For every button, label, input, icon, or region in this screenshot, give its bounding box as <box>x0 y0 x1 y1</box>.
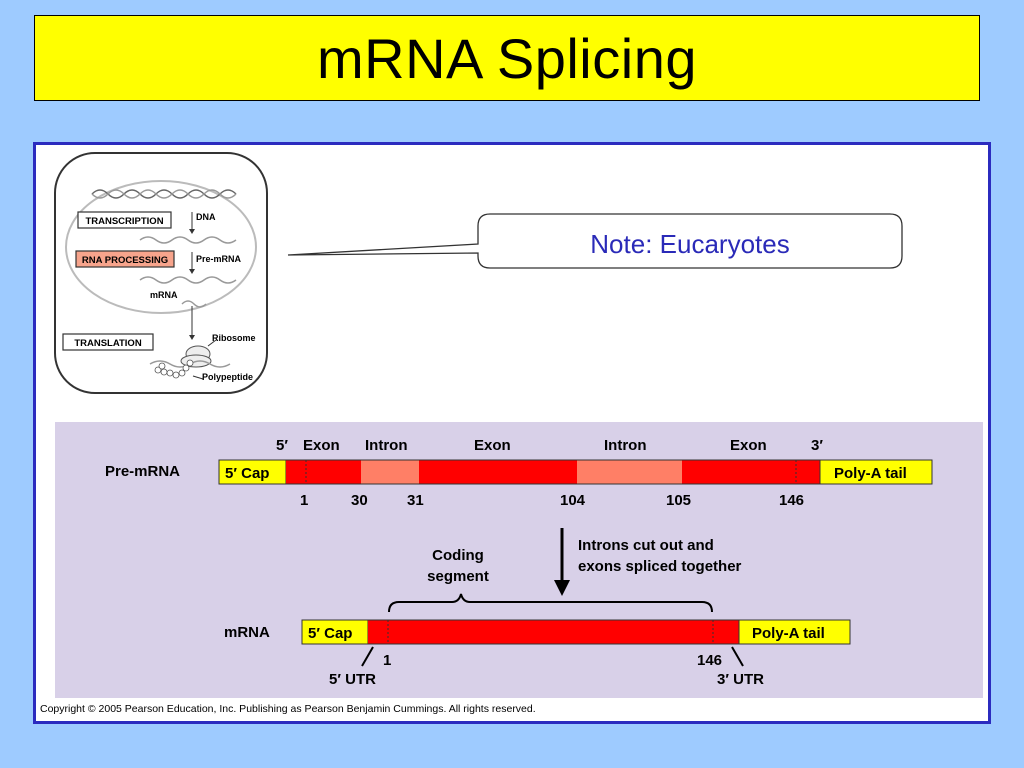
arrowhead-icon <box>189 269 195 274</box>
coding-bracket <box>388 593 713 613</box>
pre-num-30: 30 <box>351 492 368 509</box>
callout-bubble <box>287 213 903 269</box>
exon-header-2: Exon <box>474 437 511 454</box>
exon-header-1: Exon <box>303 437 340 454</box>
translation-label: TRANSLATION <box>74 338 142 349</box>
slide-title: mRNA Splicing <box>317 26 697 90</box>
pre-mrna-bar: 5′ Cap Poly-A tail <box>218 459 933 485</box>
title-box: mRNA Splicing <box>34 15 980 101</box>
down-arrow-icon <box>554 580 570 596</box>
nucleus-outline <box>65 180 257 314</box>
rna-processing-label: RNA PROCESSING <box>82 255 168 266</box>
intron-header-2: Intron <box>604 437 647 454</box>
pre-num-105: 105 <box>666 492 691 509</box>
ribosome-label: Ribosome <box>212 333 256 343</box>
pre-mrna-row-label: Pre-mRNA <box>105 463 180 480</box>
segment-headers: 5′ Exon Intron Exon Intron Exon 3′ <box>276 437 823 454</box>
pre-numbers: 1 30 31 104 105 146 <box>300 492 804 509</box>
copyright-notice: Copyright © 2005 Pearson Education, Inc.… <box>40 703 536 715</box>
five-prime-label: 5′ <box>276 437 288 454</box>
pre-bar-outline <box>218 459 933 485</box>
rna-processing-box <box>75 250 175 268</box>
arrow-caption-line-1: Introns cut out and <box>578 537 714 554</box>
exon-header-3: Exon <box>730 437 767 454</box>
transcription-label: TRANSCRIPTION <box>85 216 163 227</box>
coding-label-line-1: Coding <box>432 547 484 564</box>
arrow-caption-line-2: exons spliced together <box>578 558 742 575</box>
mrna-overview-label: mRNA <box>150 290 178 300</box>
mrna-bar-outline <box>301 619 851 645</box>
polypeptide-pointer <box>192 375 204 380</box>
utr5-pointer <box>361 646 374 667</box>
utr5-label: 5′ UTR <box>329 671 376 688</box>
pre-intron-2 <box>577 460 682 484</box>
pre-tail-label: Poly-A tail <box>834 465 907 482</box>
callout: Note: Eucaryotes <box>287 213 903 269</box>
mrna-row-label: mRNA <box>224 624 270 641</box>
pre-mrna-label: Pre-mRNA <box>196 254 242 264</box>
arrowhead-icon <box>189 229 195 234</box>
utr3-label: 3′ UTR <box>717 671 764 688</box>
cell-overview: TRANSCRIPTION DNA RNA PROCESSING Pre-mRN… <box>54 152 268 394</box>
polypeptide-label: Polypeptide <box>202 372 253 382</box>
translation-box <box>62 333 154 351</box>
pre-num-104: 104 <box>560 492 586 509</box>
pre-cap <box>218 459 287 485</box>
mrna-bar: 5′ Cap Poly-A tail <box>301 619 851 645</box>
mrna-num-146: 146 <box>697 652 722 669</box>
coding-label-line-2: segment <box>427 568 489 585</box>
three-prime-label: 3′ <box>811 437 823 454</box>
pre-num-31: 31 <box>407 492 424 509</box>
pre-tail <box>819 459 933 485</box>
arrowhead-icon <box>189 335 195 340</box>
dna-label: DNA <box>196 212 216 222</box>
pre-exon-2 <box>419 460 577 484</box>
callout-text: Note: Eucaryotes <box>590 229 789 259</box>
intron-header-1: Intron <box>365 437 408 454</box>
mrna-tail-label: Poly-A tail <box>752 625 825 642</box>
transcription-box <box>77 211 172 229</box>
dna-strand-b <box>91 189 237 199</box>
polypeptide-chain <box>154 359 194 379</box>
splice-arrow <box>554 528 570 596</box>
utr3-pointer <box>731 646 744 667</box>
dna-strand-a <box>91 189 237 199</box>
pre-exon-1 <box>286 460 361 484</box>
pre-mrna-wave <box>139 236 237 244</box>
pre-cap-label: 5′ Cap <box>225 465 269 482</box>
cell-outline <box>54 152 268 394</box>
pre-num-1: 1 <box>300 492 308 509</box>
pre-exon-3 <box>682 460 820 484</box>
mrna-exons <box>368 620 739 644</box>
pre-intron-1 <box>361 460 419 484</box>
mrna-wave <box>139 276 237 284</box>
mrna-cap-label: 5′ Cap <box>308 625 352 642</box>
mrna-exported-wave <box>181 300 207 308</box>
pre-num-146: 146 <box>779 492 804 509</box>
ribosome-pointer <box>207 339 217 347</box>
mrna-num-1: 1 <box>383 652 391 669</box>
